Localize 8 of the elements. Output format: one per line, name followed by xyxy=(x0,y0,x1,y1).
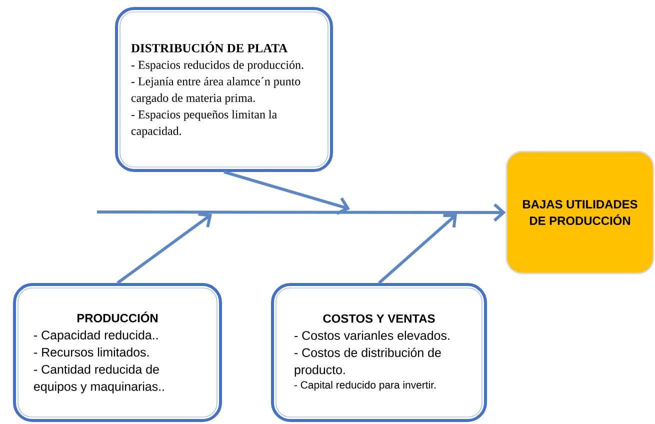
cause-box: DISTRIBUCIÓN DE PLATA - Espacios reducidos de producción. - Lejanía entre área alamce´n punto cargado de materia prima. - Espacios pequeños limitan la capacidad. xyxy=(115,7,333,172)
arrow xyxy=(97,203,506,222)
arrow xyxy=(224,170,350,215)
arrow xyxy=(116,212,212,284)
arrow xyxy=(378,214,457,284)
cause-box: COSTOS Y VENTAS - Costos varianles elevados. - Costos de distribución de producto. - Capital reducido para invertir. xyxy=(271,283,487,422)
cause-box: PRODUCCIÓN - Capacidad reducida.. - Recursos limitados. - Cantidad reducida de equipos y maquinarias.. xyxy=(13,283,222,422)
effect-box: BAJAS UTILIDADES DE PRODUCCIÓN xyxy=(506,150,654,274)
